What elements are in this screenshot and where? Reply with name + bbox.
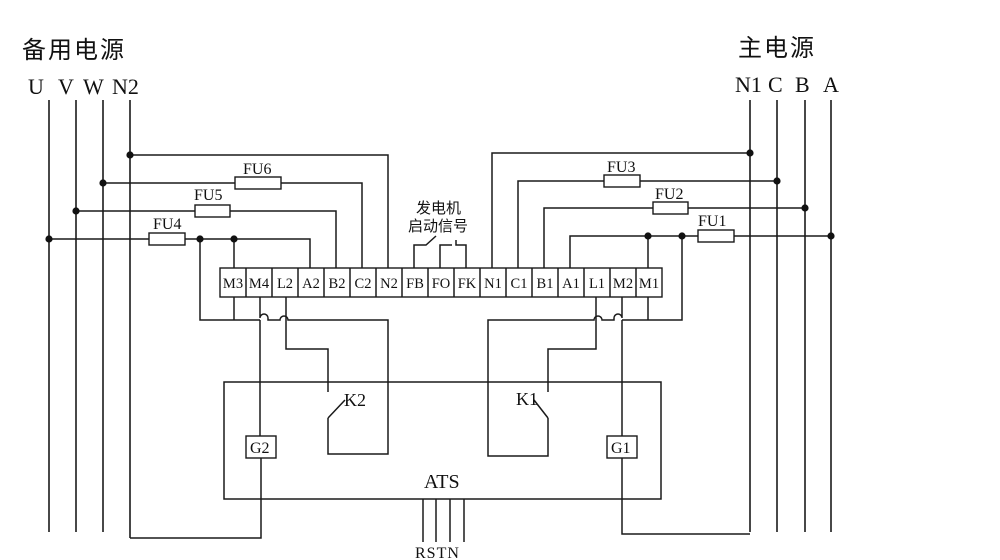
ats-box — [223, 381, 662, 500]
terminal-n1: N1 — [484, 276, 502, 292]
backup-feeders — [49, 154, 389, 321]
k1-wiring: K1 — [487, 297, 649, 457]
main-source-title: 主电源 — [738, 34, 816, 62]
fuse-fu4: FU4 — [148, 216, 186, 246]
backup-source-title: 备用电源 — [22, 36, 126, 64]
fuse-fu2-label: FU2 — [655, 186, 683, 203]
terminal-c1: C1 — [511, 276, 528, 292]
main-bus-lines — [749, 100, 832, 532]
backup-bus-lines — [48, 100, 131, 538]
fuse-fu3: FU3 — [603, 159, 641, 188]
terminal-l1: L1 — [589, 276, 605, 292]
terminal-c2: C2 — [355, 276, 372, 292]
bus-label-n2: N2 — [112, 74, 139, 99]
terminal-b2: B2 — [329, 276, 346, 292]
fuse-fu5-label: FU5 — [194, 187, 222, 204]
fuse-fu6: FU6 — [234, 161, 282, 190]
coil-supply-wires — [130, 458, 750, 539]
terminal-l2: L2 — [277, 276, 293, 292]
contact-k1-label: K1 — [516, 389, 538, 409]
terminal-b1: B1 — [537, 276, 554, 292]
terminal-a2: A2 — [302, 276, 320, 292]
ats-label: ATS — [424, 471, 460, 493]
fuse-fu3-label: FU3 — [607, 159, 635, 176]
terminal-n2: N2 — [380, 276, 398, 292]
junction-dots — [45, 149, 835, 243]
coil-g1-label: G1 — [611, 440, 631, 457]
bus-label-w: W — [83, 74, 104, 99]
fuse-fu5: FU5 — [194, 187, 231, 218]
terminal-m3: M3 — [223, 276, 243, 292]
bus-label-b: B — [795, 72, 810, 97]
ats-output-leads — [422, 499, 465, 542]
ats-outputs-label: RSTN — [415, 545, 460, 560]
fuse-fu4-label: FU4 — [153, 216, 181, 233]
generator-signal-line1: 发电机 — [416, 199, 461, 217]
bus-label-n1: N1 — [735, 72, 762, 97]
k2-wiring: K2 — [233, 297, 389, 455]
terminal-fb: FB — [406, 276, 424, 292]
terminal-fk: FK — [458, 276, 477, 292]
terminal-m1: M1 — [639, 276, 659, 292]
fuse-fu1: FU1 — [697, 213, 735, 243]
contact-k2-label: K2 — [344, 390, 366, 410]
bus-label-a: A — [823, 72, 839, 97]
bus-label-c: C — [768, 72, 783, 97]
terminal-strip — [219, 267, 663, 298]
generator-signal-switch — [413, 235, 467, 268]
coil-g2: G2 — [245, 435, 277, 459]
fuse-fu1-label: FU1 — [698, 213, 726, 230]
terminal-m4: M4 — [249, 276, 270, 292]
main-feeders — [491, 152, 831, 321]
terminal-m2: M2 — [613, 276, 633, 292]
terminal-cells: M3 M4 L2 A2 B2 C2 N2 FB FO FK N1 C1 B1 A1 L1 M2 M1 — [223, 268, 659, 297]
fuse-fu2: FU2 — [652, 186, 689, 215]
coil-g1: G1 — [606, 435, 638, 459]
terminal-a1: A1 — [562, 276, 580, 292]
terminal-fo: FO — [432, 276, 451, 292]
generator-signal-line2: 启动信号 — [408, 217, 468, 235]
coil-g2-label: G2 — [250, 440, 270, 457]
fuse-fu6-label: FU6 — [243, 161, 271, 178]
bus-label-v: V — [58, 74, 74, 99]
bus-label-u: U — [28, 74, 44, 99]
